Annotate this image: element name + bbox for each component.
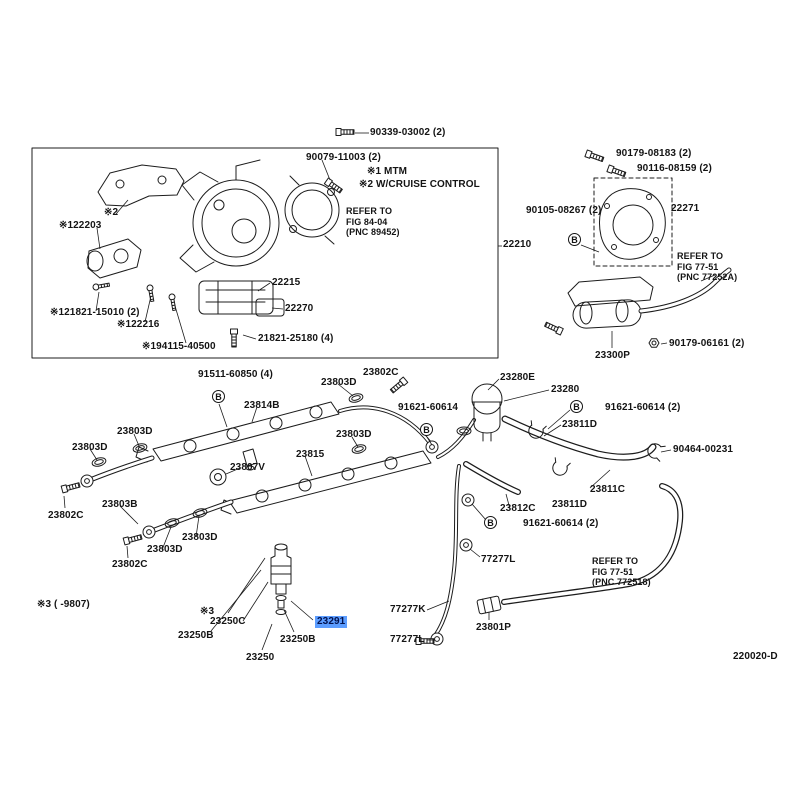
part-label-23802c[interactable]: 23802C [48, 510, 84, 521]
note-flag-1-mtm: ※1 MTM [367, 166, 408, 177]
part-label-77277l[interactable]: 77277L [390, 634, 425, 645]
note-flag-3-9807: ※3 ( -9807) [37, 599, 90, 610]
callout-b: B [570, 400, 583, 413]
part-label-23811d[interactable]: 23811D [562, 419, 598, 430]
note-flag-2: ※2 [104, 207, 119, 218]
part-label-21821-25180-4[interactable]: 21821-25180 (4) [258, 333, 334, 344]
note-flag-2-w-cruise-control: ※2 W/CRUISE CONTROL [359, 179, 480, 190]
part-label-121821-15010-2[interactable]: ※121821-15010 (2) [50, 307, 140, 318]
part-label-23803d[interactable]: 23803D [147, 544, 183, 555]
part-label-23291[interactable]: 23291 [315, 616, 348, 628]
part-label-23803d[interactable]: 23803D [117, 426, 153, 437]
part-label-23803b[interactable]: 23803B [102, 499, 138, 510]
part-label-22215[interactable]: 22215 [272, 277, 301, 288]
part-label-22270[interactable]: 22270 [285, 303, 314, 314]
note-flag-3: ※3 [200, 606, 215, 617]
part-label-23802c[interactable]: 23802C [112, 559, 148, 570]
callout-b: B [212, 390, 225, 403]
part-label-23280e[interactable]: 23280E [500, 372, 536, 383]
refer-note-refer-to-fig-84-04-pnc-89452: REFER TO FIG 84-04 (PNC 89452) [346, 206, 400, 238]
part-label-122216[interactable]: ※122216 [117, 319, 160, 330]
part-label-23250c[interactable]: 23250C [210, 616, 246, 627]
part-label-23811c[interactable]: 23811C [590, 484, 626, 495]
part-label-23815[interactable]: 23815 [296, 449, 325, 460]
part-label-91511-60850-4[interactable]: 91511-60850 (4) [198, 369, 273, 380]
callout-b: B [568, 233, 581, 246]
part-label-23803d[interactable]: 23803D [72, 442, 108, 453]
part-label-90116-08159-2[interactable]: 90116-08159 (2) [637, 163, 712, 174]
part-label-77277l[interactable]: 77277L [481, 554, 516, 565]
part-label-90105-08267-2[interactable]: 90105-08267 (2) [526, 205, 602, 216]
part-label-23250[interactable]: 23250 [246, 652, 275, 663]
part-label-23280[interactable]: 23280 [551, 384, 580, 395]
part-label-23807v[interactable]: 23807V [230, 462, 266, 473]
callout-b: B [420, 423, 433, 436]
refer-note-refer-to-fig-77-51-pnc-77252a: REFER TO FIG 77-51 (PNC 77252A) [677, 251, 738, 283]
leader-lines [63, 132, 716, 651]
part-label-23814b[interactable]: 23814B [244, 400, 280, 411]
part-label-90464-00231[interactable]: 90464-00231 [673, 444, 734, 455]
part-label-23803d[interactable]: 23803D [336, 429, 372, 440]
callout-b: B [484, 516, 497, 529]
part-label-23300p[interactable]: 23300P [595, 350, 631, 361]
part-label-122203[interactable]: ※122203 [59, 220, 102, 231]
part-label-23250b[interactable]: 23250B [178, 630, 214, 641]
part-label-90179-08183-2[interactable]: 90179-08183 (2) [616, 148, 692, 159]
part-label-22210[interactable]: 22210 [503, 239, 532, 250]
part-label-23803d[interactable]: 23803D [182, 532, 218, 543]
part-label-90079-11003-2[interactable]: 90079-11003 (2) [306, 152, 381, 163]
part-label-77277k[interactable]: 77277K [390, 604, 426, 615]
diagram-code: 220020-D [733, 651, 778, 662]
part-label-91621-60614-2[interactable]: 91621-60614 (2) [523, 518, 599, 529]
part-label-23803d[interactable]: 23803D [321, 377, 357, 388]
part-label-91621-60614-2[interactable]: 91621-60614 (2) [605, 402, 681, 413]
part-label-22271[interactable]: 22271 [671, 203, 700, 214]
part-label-23811d[interactable]: 23811D [552, 499, 588, 510]
part-label-90339-03002-2[interactable]: 90339-03002 (2) [370, 127, 446, 138]
part-label-90179-06161-2[interactable]: 90179-06161 (2) [669, 338, 745, 349]
part-label-23801p[interactable]: 23801P [476, 622, 512, 633]
part-label-23802c[interactable]: 23802C [363, 367, 399, 378]
part-label-91621-60614[interactable]: 91621-60614 [398, 402, 459, 413]
part-label-23812c[interactable]: 23812C [500, 503, 536, 514]
part-label-23250b[interactable]: 23250B [280, 634, 316, 645]
part-label-194115-40500[interactable]: ※194115-40500 [142, 341, 216, 352]
refer-note-refer-to-fig-77-51-pnc-772518: REFER TO FIG 77-51 (PNC 772518) [592, 556, 651, 588]
throttle-body-box [31, 147, 499, 359]
